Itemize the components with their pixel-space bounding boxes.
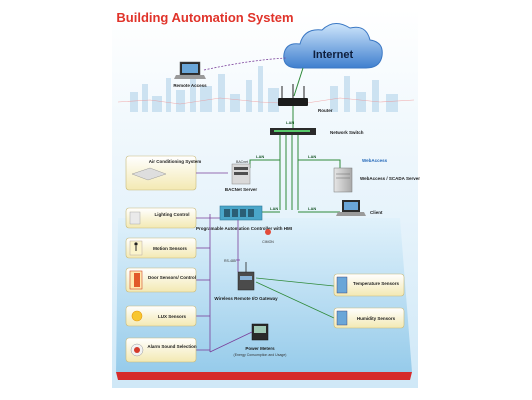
motion-sensors-node [125, 237, 197, 259]
network-switch-device [270, 128, 316, 135]
cimon-logo-icon [265, 229, 271, 235]
router-label: Router [318, 108, 333, 113]
ac-label-line: Air Conditioning System [149, 159, 202, 164]
webaccess-logo: WebAccess [362, 158, 388, 163]
door-sensors-label: Door Sensors/ Control [148, 275, 196, 280]
client-laptop [336, 200, 366, 216]
lan-tag-client: LAN [308, 206, 316, 211]
skyline-accent-line [117, 97, 415, 105]
power-meters-label: Power Meters [245, 346, 275, 351]
client-label: Client [370, 210, 383, 215]
door-sensors-node [125, 267, 197, 293]
lan-tag-webaccess: LAN [308, 154, 316, 159]
webaccess-server-device [333, 167, 353, 193]
wireless-gateway-label: Wireless Remote I/O Gateway [214, 296, 278, 301]
pac-label-text: Programable Automation Controller with H… [196, 226, 292, 231]
lighting-control-label: Lighting Control [155, 212, 190, 217]
humidity-sensors-label: Humidity Sensors [357, 316, 396, 321]
webaccess-server-label: WebAccess / SCADA Server [360, 176, 420, 181]
humidity-sensors-node [333, 307, 405, 329]
remote-access-label: Remote Access [173, 83, 207, 88]
power-meters-sublabel: (Energy Consumption and Usage) [234, 353, 287, 357]
lighting-control-node [125, 207, 197, 229]
lux-sensors-label: LUX Sensors [158, 314, 187, 319]
air-conditioning-node [125, 155, 197, 191]
rs485-tag: RS-485 [224, 259, 236, 263]
bus-power-meter-link [209, 331, 253, 353]
motion-sensors-label: Motion Sensors [153, 246, 187, 251]
wireless-links [255, 277, 335, 319]
remote-access-laptop [174, 61, 206, 79]
internet-cloud: Internet [283, 23, 383, 69]
bacnet-server-device [231, 163, 251, 185]
pac-label: Programable Automation Controller with H… [196, 226, 292, 231]
internet-router-link [293, 67, 304, 97]
diagram-title: Building Automation System [116, 10, 293, 25]
router-device [278, 84, 308, 106]
lan-tag-router: LAN [286, 120, 294, 125]
wireless-gateway-device [237, 262, 255, 291]
lux-sensors-node [125, 305, 197, 327]
cimon-tag: CIMON [262, 240, 274, 244]
network-switch-label: Network Switch [330, 130, 364, 135]
lan-tag-bacnet: LAN [256, 154, 264, 159]
alarm-sound-node [125, 337, 197, 363]
internet-label: Internet [313, 49, 354, 61]
power-meter-device [251, 323, 269, 341]
bacnet-server-label: BACNet Server [225, 187, 258, 192]
lan-tag-pac: LAN [270, 206, 278, 211]
temperature-sensors-node [333, 273, 405, 297]
remote-access-internet-link [203, 57, 287, 71]
alarm-sound-label: Alarm Sound Selection [147, 344, 197, 349]
bacnet-tag: BACnet [236, 160, 248, 164]
io-bus [196, 214, 240, 352]
pac-controller-device [219, 205, 263, 221]
temperature-sensors-label: Temperature Sensors [353, 281, 399, 286]
air-conditioning-label: Air Conditioning System [149, 159, 202, 164]
